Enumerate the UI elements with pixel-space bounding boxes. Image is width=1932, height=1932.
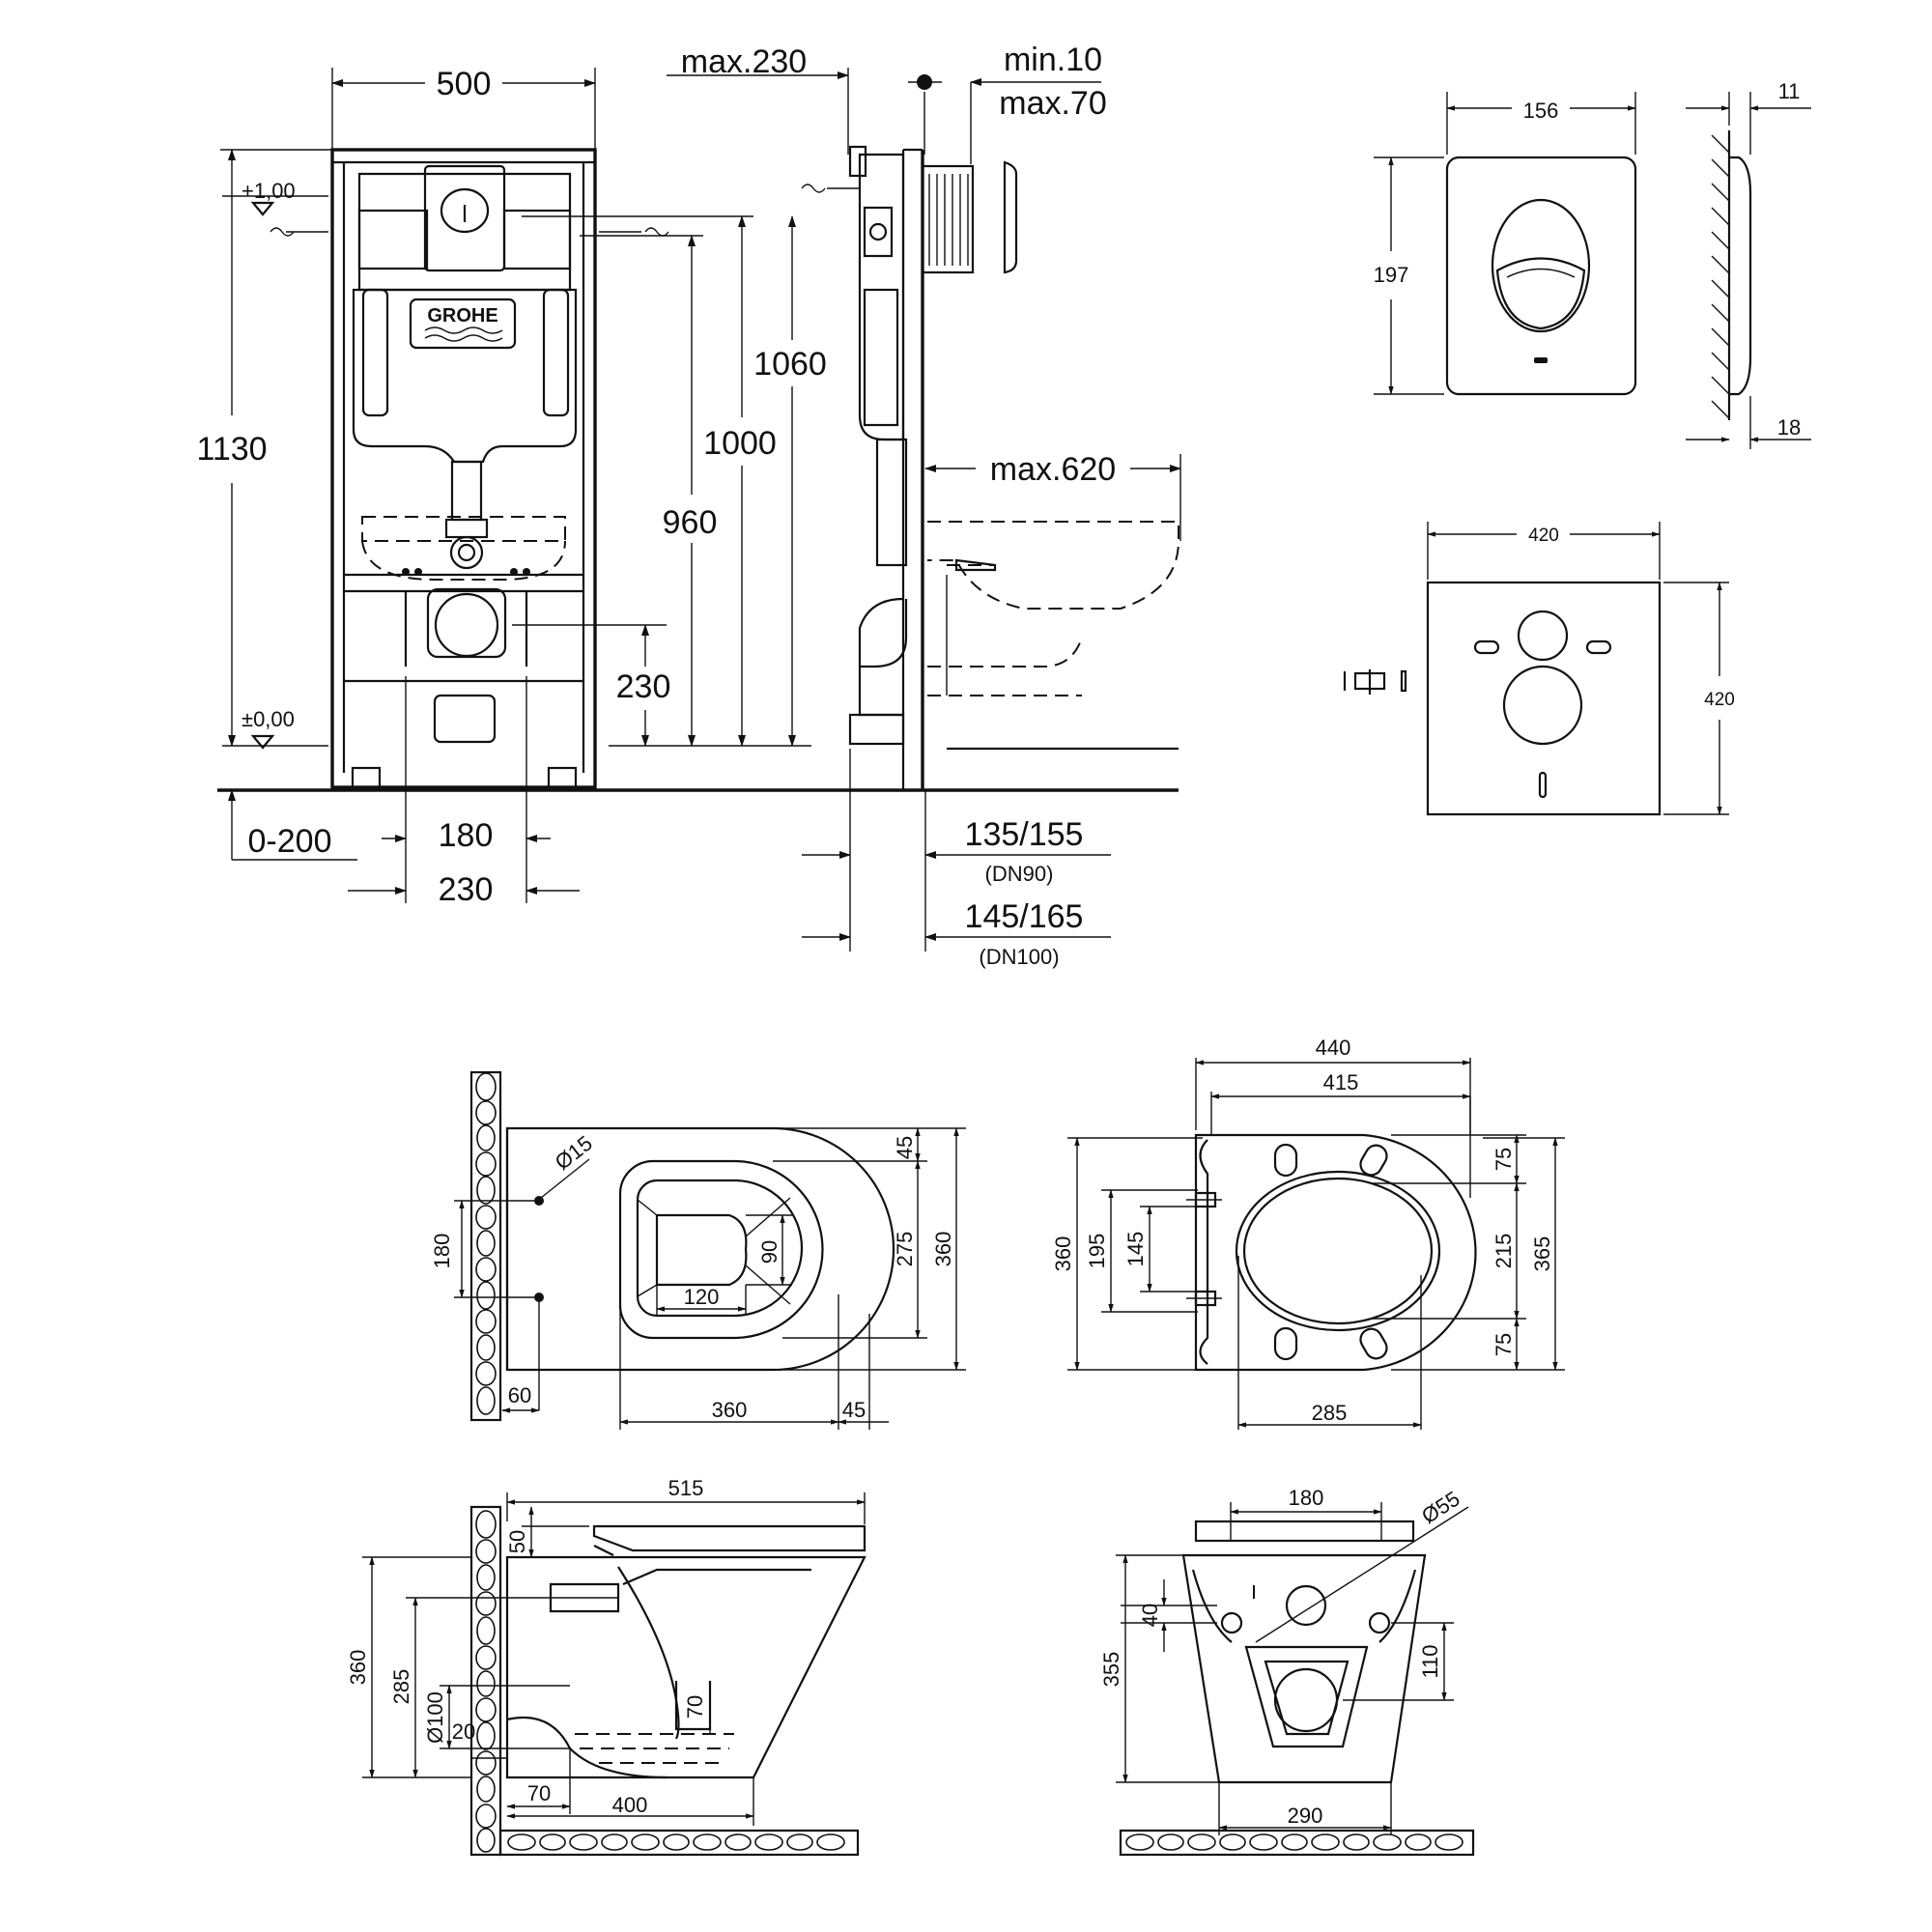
side-d100: Ø100 bbox=[423, 1691, 447, 1744]
side-70-vertical: 70 bbox=[683, 1695, 707, 1719]
rear-40: 40 bbox=[1138, 1604, 1162, 1627]
seat-top-view: 440 415 360 195 145 75 215 75 365 285 bbox=[1051, 1036, 1565, 1430]
dim-min10: min.10 bbox=[1004, 42, 1102, 78]
bowl-top-120: 120 bbox=[684, 1285, 720, 1309]
seat-195: 195 bbox=[1085, 1234, 1109, 1269]
plate-height-197: 197 bbox=[1374, 263, 1409, 287]
bowl-top-275: 275 bbox=[893, 1232, 917, 1267]
flush-plate-view: 156 197 11 18 bbox=[1374, 79, 1811, 449]
brand-logo: GROHE bbox=[427, 305, 497, 327]
dim-spacing-180: 180 bbox=[439, 817, 494, 854]
bowl-top-90: 90 bbox=[757, 1240, 781, 1264]
dim-230-height: 230 bbox=[616, 668, 671, 705]
bowl-top-45b: 45 bbox=[842, 1398, 866, 1422]
side-360: 360 bbox=[346, 1650, 370, 1686]
dim-dn90: (DN90) bbox=[985, 862, 1054, 886]
bowl-top-45a: 45 bbox=[893, 1136, 917, 1159]
rear-180: 180 bbox=[1289, 1486, 1324, 1510]
dim-1000: 1000 bbox=[703, 425, 777, 462]
seat-415: 415 bbox=[1323, 1070, 1359, 1094]
side-50: 50 bbox=[505, 1530, 529, 1553]
rear-355: 355 bbox=[1099, 1652, 1123, 1688]
seat-365: 365 bbox=[1530, 1236, 1554, 1272]
dim-feet-0-200: 0-200 bbox=[248, 823, 332, 860]
side-400: 400 bbox=[612, 1793, 648, 1817]
dim-width-500: 500 bbox=[437, 66, 492, 102]
side-515: 515 bbox=[668, 1476, 704, 1500]
plate-depth-11: 11 bbox=[1778, 79, 1801, 103]
dim-max620: max.620 bbox=[990, 451, 1116, 488]
rear-110: 110 bbox=[1418, 1644, 1442, 1678]
bowl-top-360b: 360 bbox=[712, 1398, 748, 1422]
level-top-label: +1,00 bbox=[242, 179, 296, 203]
seat-145: 145 bbox=[1123, 1232, 1148, 1267]
dim-1060: 1060 bbox=[753, 346, 827, 383]
bowl-hole-d15: Ø15 bbox=[551, 1131, 597, 1175]
bowl-top-view: Ø15 180 60 90 120 45 275 360 360 45 bbox=[430, 1070, 966, 1430]
frame-front-view: GROHE +1,00 bbox=[196, 66, 1179, 908]
rear-290: 290 bbox=[1288, 1804, 1323, 1828]
dim-dn100: (DN100) bbox=[979, 945, 1059, 969]
dim-spacing-230: 230 bbox=[439, 871, 494, 908]
frame-side-view: max.230 min.10 max.70 max.620 135/155 (D… bbox=[667, 42, 1181, 969]
mat-width-420: 420 bbox=[1528, 526, 1559, 546]
rear-d55: Ø55 bbox=[1417, 1487, 1463, 1529]
dim-max70: max.70 bbox=[999, 85, 1107, 122]
dim-145-165: 145/165 bbox=[965, 898, 1084, 935]
bowl-top-180: 180 bbox=[430, 1234, 454, 1269]
bowl-top-360: 360 bbox=[931, 1232, 955, 1267]
seat-215: 215 bbox=[1492, 1234, 1516, 1269]
plate-depth-18: 18 bbox=[1777, 415, 1801, 440]
side-285: 285 bbox=[389, 1669, 413, 1705]
level-zero-label: ±0,00 bbox=[242, 707, 295, 731]
seat-75b: 75 bbox=[1492, 1333, 1516, 1356]
side-70-horizontal: 70 bbox=[527, 1781, 551, 1805]
dim-135-155: 135/155 bbox=[965, 816, 1084, 853]
bowl-rear-view: 180 Ø55 40 355 110 290 bbox=[1099, 1486, 1475, 1857]
seat-440: 440 bbox=[1316, 1036, 1351, 1060]
sound-mat-view: 420 420 bbox=[1343, 522, 1735, 816]
plate-width-156: 156 bbox=[1523, 99, 1559, 123]
side-20: 20 bbox=[452, 1719, 475, 1744]
dim-960: 960 bbox=[663, 504, 718, 541]
mat-height-420: 420 bbox=[1704, 690, 1735, 710]
dim-max230: max.230 bbox=[681, 43, 807, 80]
bowl-top-60: 60 bbox=[508, 1383, 531, 1407]
seat-285: 285 bbox=[1312, 1401, 1348, 1425]
seat-75a: 75 bbox=[1492, 1148, 1516, 1171]
bowl-side-view: 515 50 360 285 Ø100 70 20 70 400 bbox=[346, 1476, 867, 1857]
seat-360: 360 bbox=[1051, 1236, 1075, 1272]
dim-height-1130: 1130 bbox=[196, 431, 267, 468]
